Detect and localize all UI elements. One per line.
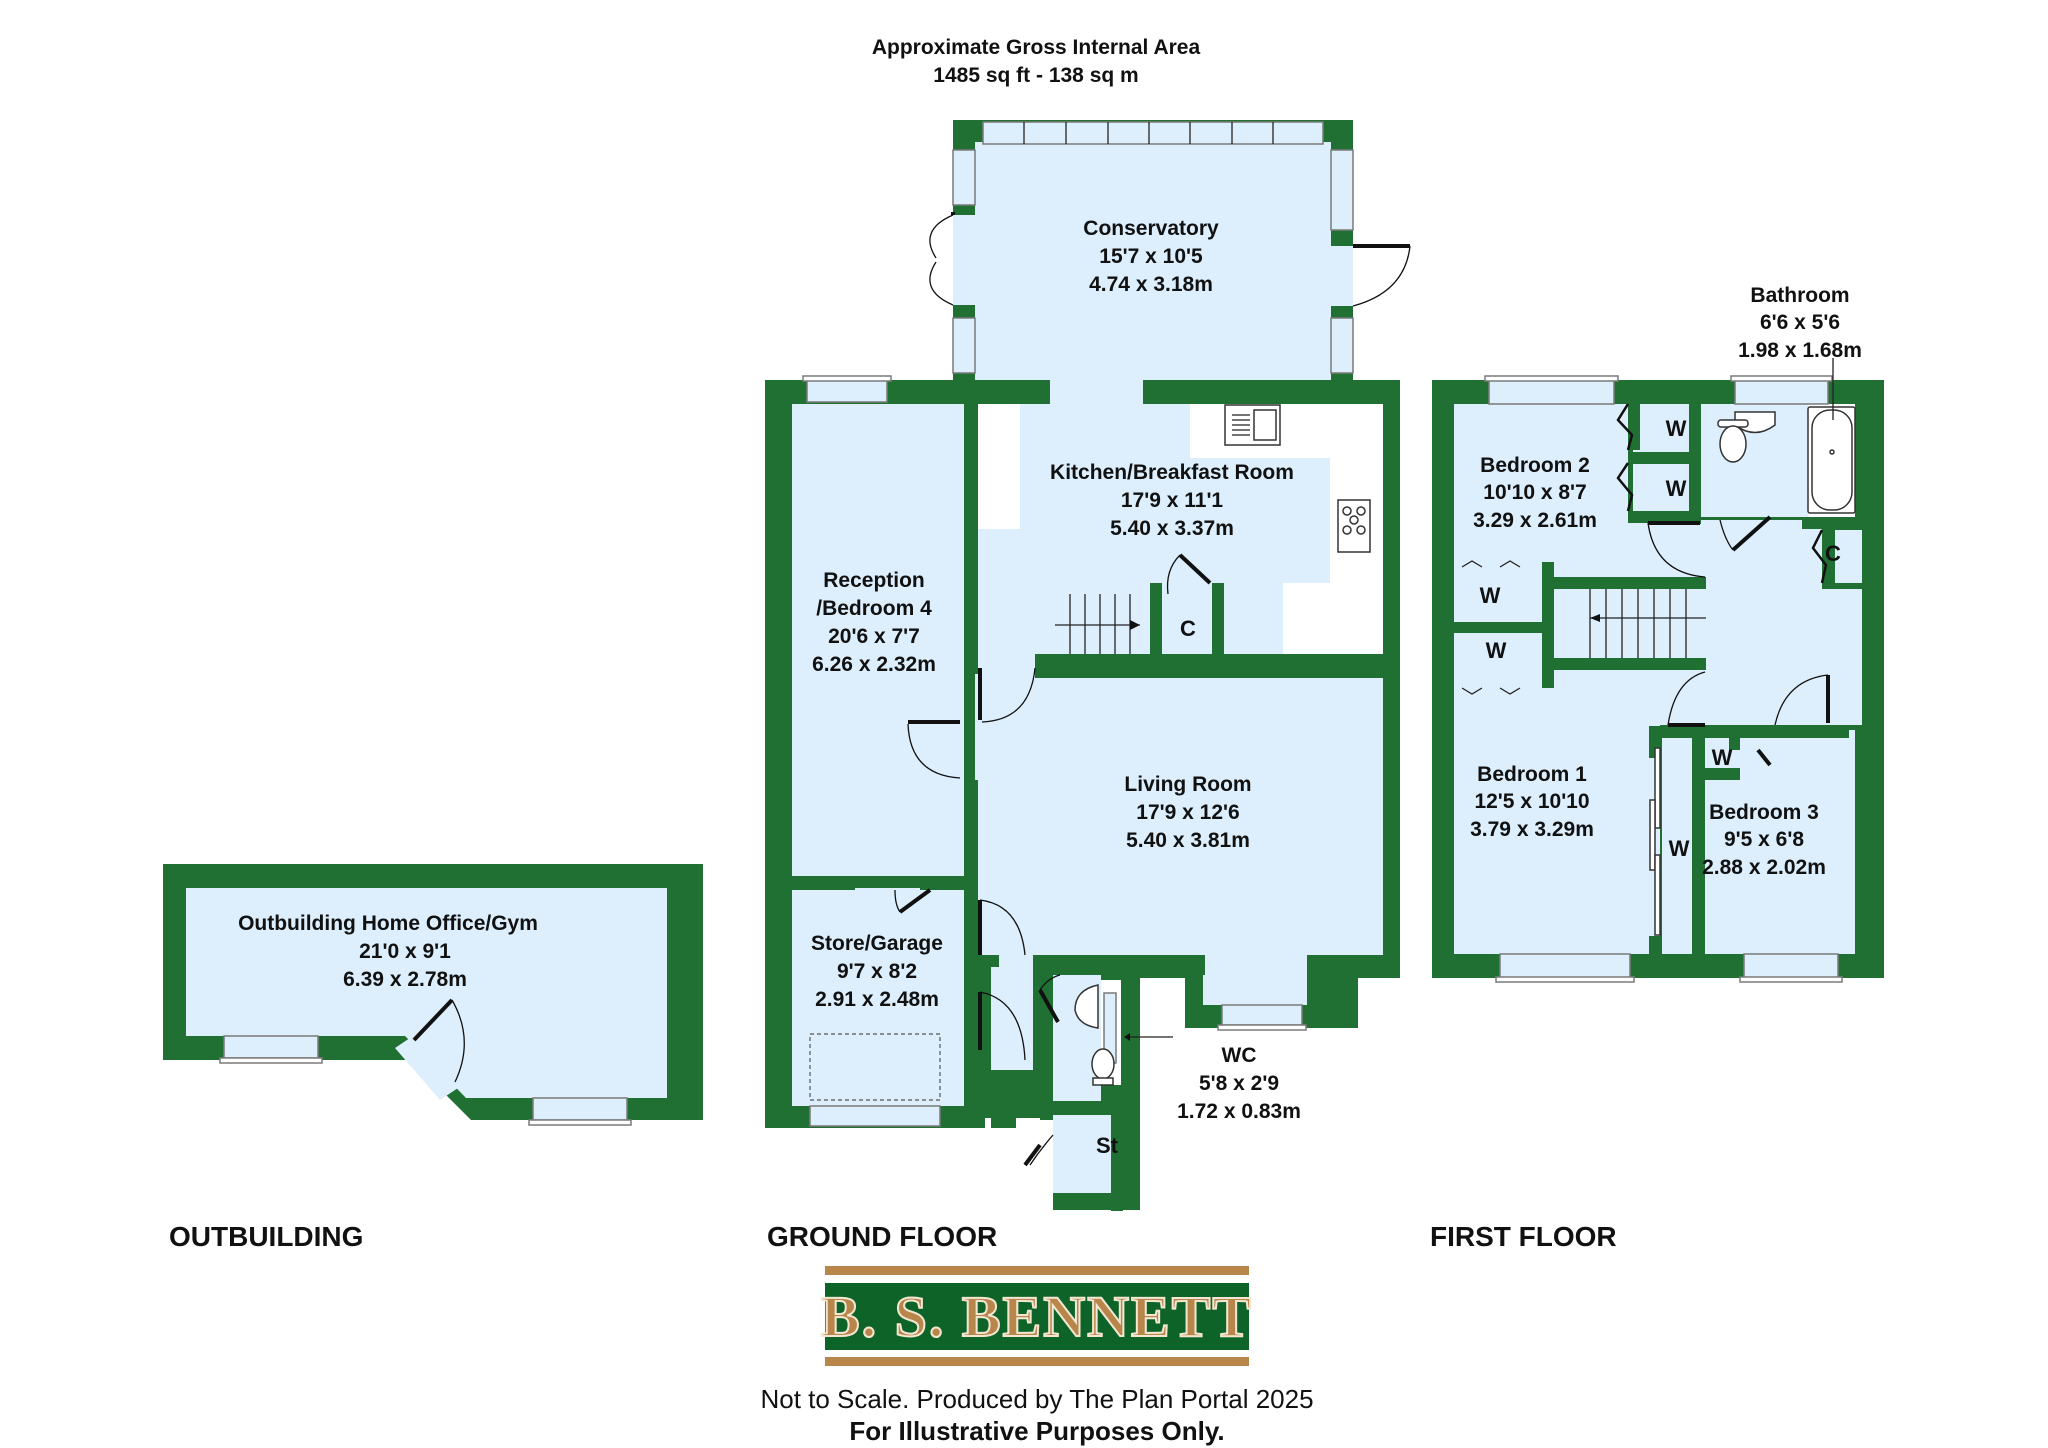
- wc-name: WC: [1222, 1044, 1257, 1067]
- wc-metric: 1.72 x 0.83m: [1177, 1100, 1301, 1123]
- logo-text: B. S. BENNETT: [821, 1284, 1253, 1349]
- outbuilding-room-name: Outbuilding Home Office/Gym: [238, 912, 538, 935]
- bedroom2-name: Bedroom 2: [1480, 454, 1590, 477]
- gross-area-value: 1485 sq ft - 138 sq m: [933, 64, 1138, 87]
- wardrobe-label: W: [1486, 638, 1507, 663]
- wardrobe-bifold-doors: [1461, 403, 1828, 695]
- bathroom-name: Bathroom: [1750, 284, 1849, 307]
- bedroom3-imperial: 9'5 x 6'8: [1724, 828, 1804, 851]
- wardrobe-label: W: [1480, 583, 1501, 608]
- bedroom3-metric: 2.88 x 2.02m: [1702, 856, 1826, 879]
- bathroom-toilet-icon: [1717, 419, 1749, 463]
- conservatory-imperial: 15'7 x 10'5: [1099, 245, 1203, 268]
- footer-disclaimer: Not to Scale. Produced by The Plan Porta…: [760, 1384, 1313, 1414]
- ground-floor-plan: Conservatory 15'7 x 10'5 4.74 x 3.18m Ki…: [765, 120, 1411, 1211]
- first-cupboard-label: C: [1825, 541, 1841, 566]
- wc-toilet-icon: [1091, 1048, 1115, 1086]
- kitchen-name: Kitchen/Breakfast Room: [1050, 461, 1294, 484]
- living-metric: 5.40 x 3.81m: [1126, 829, 1250, 852]
- kitchen-imperial: 17'9 x 11'1: [1121, 489, 1224, 512]
- living-imperial: 17'9 x 12'6: [1136, 801, 1239, 824]
- reception-name-2: /Bedroom 4: [816, 597, 932, 620]
- wardrobe-label: W: [1669, 836, 1690, 861]
- reception-name-1: Reception: [823, 569, 925, 592]
- bedroom2-metric: 3.29 x 2.61m: [1473, 509, 1597, 532]
- first-floor-plan: Bathroom 6'6 x 5'6 1.98 x 1.68m Bedroom …: [1432, 284, 1884, 983]
- wc-basin-icon: [1074, 984, 1099, 1029]
- gross-area-title: Approximate Gross Internal Area: [872, 36, 1201, 59]
- bedroom2-imperial: 10'10 x 8'7: [1483, 481, 1586, 504]
- st-label: St: [1096, 1133, 1119, 1158]
- ground-stairs: [1055, 594, 1140, 656]
- outbuilding-room-imperial: 21'0 x 9'1: [359, 940, 451, 963]
- first-stairs: [1589, 589, 1706, 658]
- reception-metric: 6.26 x 2.32m: [812, 653, 936, 676]
- store-metric: 2.91 x 2.48m: [815, 988, 939, 1011]
- outbuilding-room-metric: 6.39 x 2.78m: [343, 968, 467, 991]
- footer-illustrative: For Illustrative Purposes Only.: [849, 1416, 1224, 1446]
- bedroom1-metric: 3.79 x 3.29m: [1470, 818, 1594, 841]
- wardrobe-label: W: [1712, 745, 1733, 770]
- conservatory-glazing-bars: [1023, 122, 1274, 144]
- bath-icon: [1807, 406, 1856, 514]
- store-name: Store/Garage: [811, 932, 943, 955]
- bathroom-metric: 1.98 x 1.68m: [1738, 339, 1862, 362]
- outbuilding-floor-label: OUTBUILDING: [169, 1221, 363, 1252]
- wc-imperial: 5'8 x 2'9: [1199, 1072, 1279, 1095]
- sink-icon: [1232, 409, 1277, 441]
- hob-icon: [1337, 499, 1371, 553]
- conservatory-metric: 4.74 x 3.18m: [1089, 273, 1213, 296]
- bs-bennett-logo: B. S. BENNETT: [820, 1266, 1253, 1366]
- outbuilding-plan: Outbuilding Home Office/Gym 21'0 x 9'1 6…: [163, 864, 703, 1126]
- living-name: Living Room: [1124, 773, 1251, 796]
- bedroom1-name: Bedroom 1: [1477, 763, 1587, 786]
- kitchen-metric: 5.40 x 3.37m: [1110, 517, 1234, 540]
- ground-cupboard-label: C: [1180, 616, 1196, 641]
- bathroom-imperial: 6'6 x 5'6: [1760, 311, 1840, 334]
- bedroom3-name: Bedroom 3: [1709, 801, 1819, 824]
- bedroom1-imperial: 12'5 x 10'10: [1474, 790, 1589, 813]
- reception-imperial: 20'6 x 7'7: [828, 625, 920, 648]
- wardrobe-label: W: [1666, 416, 1687, 441]
- conservatory-name: Conservatory: [1083, 217, 1219, 240]
- ground-floor-label: GROUND FLOOR: [767, 1221, 997, 1252]
- first-floor-label: FIRST FLOOR: [1430, 1221, 1617, 1252]
- wardrobe-label: W: [1666, 476, 1687, 501]
- store-imperial: 9'7 x 8'2: [837, 960, 917, 983]
